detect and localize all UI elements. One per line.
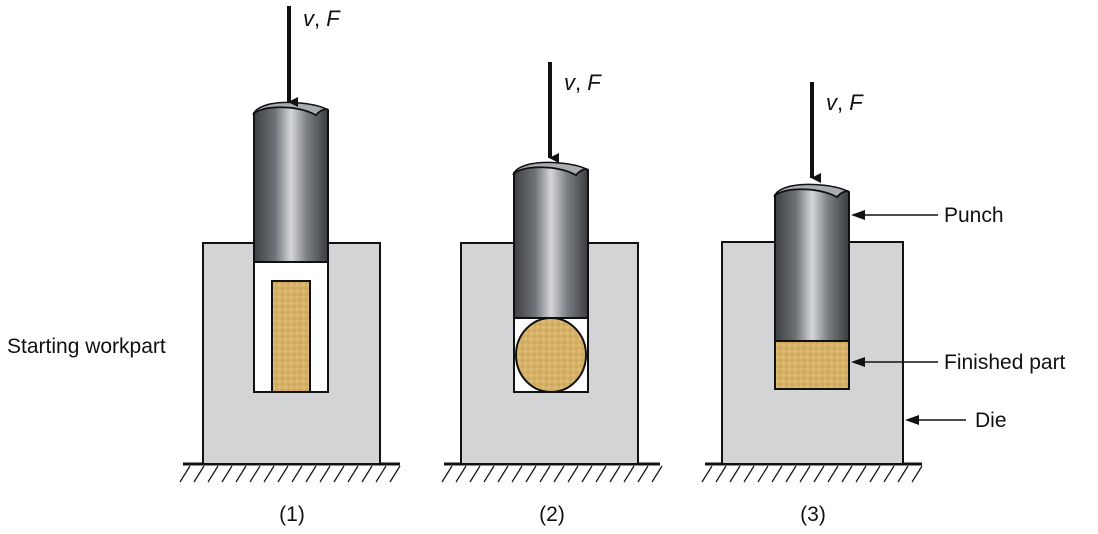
leader-die [905,415,966,425]
force-label-3: v, F [826,90,864,115]
stage-1: v, F (1) [179,6,401,526]
finished-part-label: Finished part [944,351,1066,374]
die-label: Die [975,409,1007,432]
starting-workpart-1 [271,280,311,393]
finished-part-3 [774,340,850,390]
punch-label: Punch [944,204,1004,227]
stage-caption-1: (1) [279,503,305,526]
ground-hatch-2 [441,462,663,483]
compressed-workpart-2 [515,317,587,393]
leader-finished-part [851,357,938,367]
stage-caption-2: (2) [539,503,565,526]
punch-1 [252,101,329,263]
stage-3: v, F (3) [701,82,966,526]
punch-3 [773,183,850,342]
ground-hatch-3 [701,462,923,483]
force-label-1: v, F [303,6,341,31]
stage-2: v, F (2) [441,62,663,526]
starting-workpart-label: Starting workpart [7,335,166,358]
punch-2 [512,161,589,319]
ground-hatch-1 [179,462,401,483]
leader-punch [851,210,938,220]
stage-caption-3: (3) [800,503,826,526]
force-label-2: v, F [564,70,602,95]
